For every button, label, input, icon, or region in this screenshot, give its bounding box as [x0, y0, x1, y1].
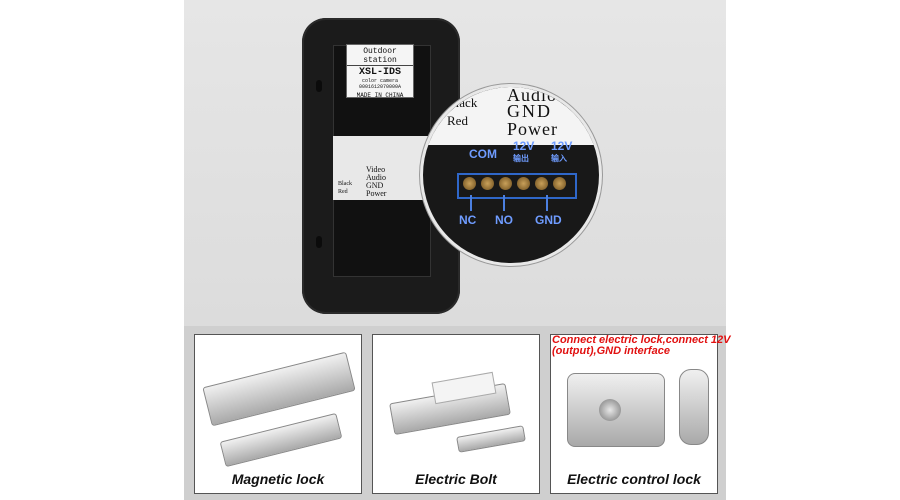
sticker-line1: Outdoor station — [347, 47, 413, 66]
terminal-label-strip — [333, 136, 429, 200]
strip-words: Video Audio GND Power — [366, 166, 386, 198]
strip-wire-colors: Black Red — [338, 180, 352, 196]
zoom-label-area — [423, 87, 599, 145]
mount-hole — [316, 80, 322, 92]
strip-label-gnd: GND — [366, 181, 384, 190]
zoom-label-power: Power — [507, 119, 558, 139]
zoom-label-audio: Audio — [507, 85, 557, 105]
terminal-label-12v-out: 12V — [513, 139, 535, 153]
control-lock-cylinder — [599, 399, 621, 421]
card-magnetic-lock: Magnetic lock — [194, 334, 362, 494]
magnetic-lock-armature — [219, 412, 343, 468]
zoom-label-black: Black — [447, 95, 478, 110]
caption-magnetic-lock: Magnetic lock — [231, 471, 325, 487]
terminal-screw — [553, 177, 566, 190]
terminal-label-no: NO — [495, 213, 513, 227]
electric-bolt-strike — [456, 425, 526, 453]
terminal-label-12v-in: 12V — [551, 139, 573, 153]
terminal-leader-line — [470, 195, 472, 211]
card-electric-bolt: Electric Bolt — [372, 334, 540, 494]
terminal-label-12v-out-sub: 输出 — [513, 154, 529, 163]
connection-note: Connect electric lock,connect 12V (outpu… — [552, 334, 731, 357]
sticker-model: XSL-IDS — [358, 67, 401, 78]
terminal-zoom-circle: Audio Black GND Red Power COM 12V 输出 12V… — [420, 84, 602, 266]
strip-wire-black: Black — [338, 181, 352, 187]
sticker-origin: MADE IN CHINA — [356, 92, 404, 99]
terminal-screw — [481, 177, 494, 190]
control-lock-keeper — [679, 369, 709, 445]
terminal-leader-line — [503, 195, 505, 211]
caption-electric-bolt: Electric Bolt — [415, 471, 497, 487]
strip-label-video: Video — [366, 165, 386, 174]
caption-electric-control-lock: Electric control lock — [567, 471, 701, 487]
strip-wire-red: Red — [338, 189, 348, 195]
terminal-block-outline — [457, 173, 577, 199]
device-sticker: Outdoor station XSL-IDS color camera 000… — [346, 44, 414, 99]
zoom-label-red: Red — [447, 113, 468, 128]
terminal-screw — [535, 177, 548, 190]
terminal-label-nc: NC — [459, 213, 477, 227]
terminal-leader-line — [546, 195, 548, 211]
terminal-label-com: COM — [469, 147, 497, 161]
terminal-screw — [517, 177, 530, 190]
strip-label-power: Power — [366, 189, 387, 198]
terminal-screw — [499, 177, 512, 190]
mount-hole — [316, 236, 322, 248]
sticker-serial: 0001612070000A — [358, 84, 401, 90]
card-electric-control-lock: Electric control lock — [550, 334, 718, 494]
terminal-label-12v-in-sub: 输入 — [551, 154, 567, 163]
sticker-line3: color camera — [361, 78, 398, 84]
terminal-label-gnd: GND — [535, 213, 562, 227]
terminal-screw — [463, 177, 476, 190]
zoom-label-gnd: GND — [507, 101, 552, 121]
strip-label-audio: Audio — [366, 173, 386, 182]
